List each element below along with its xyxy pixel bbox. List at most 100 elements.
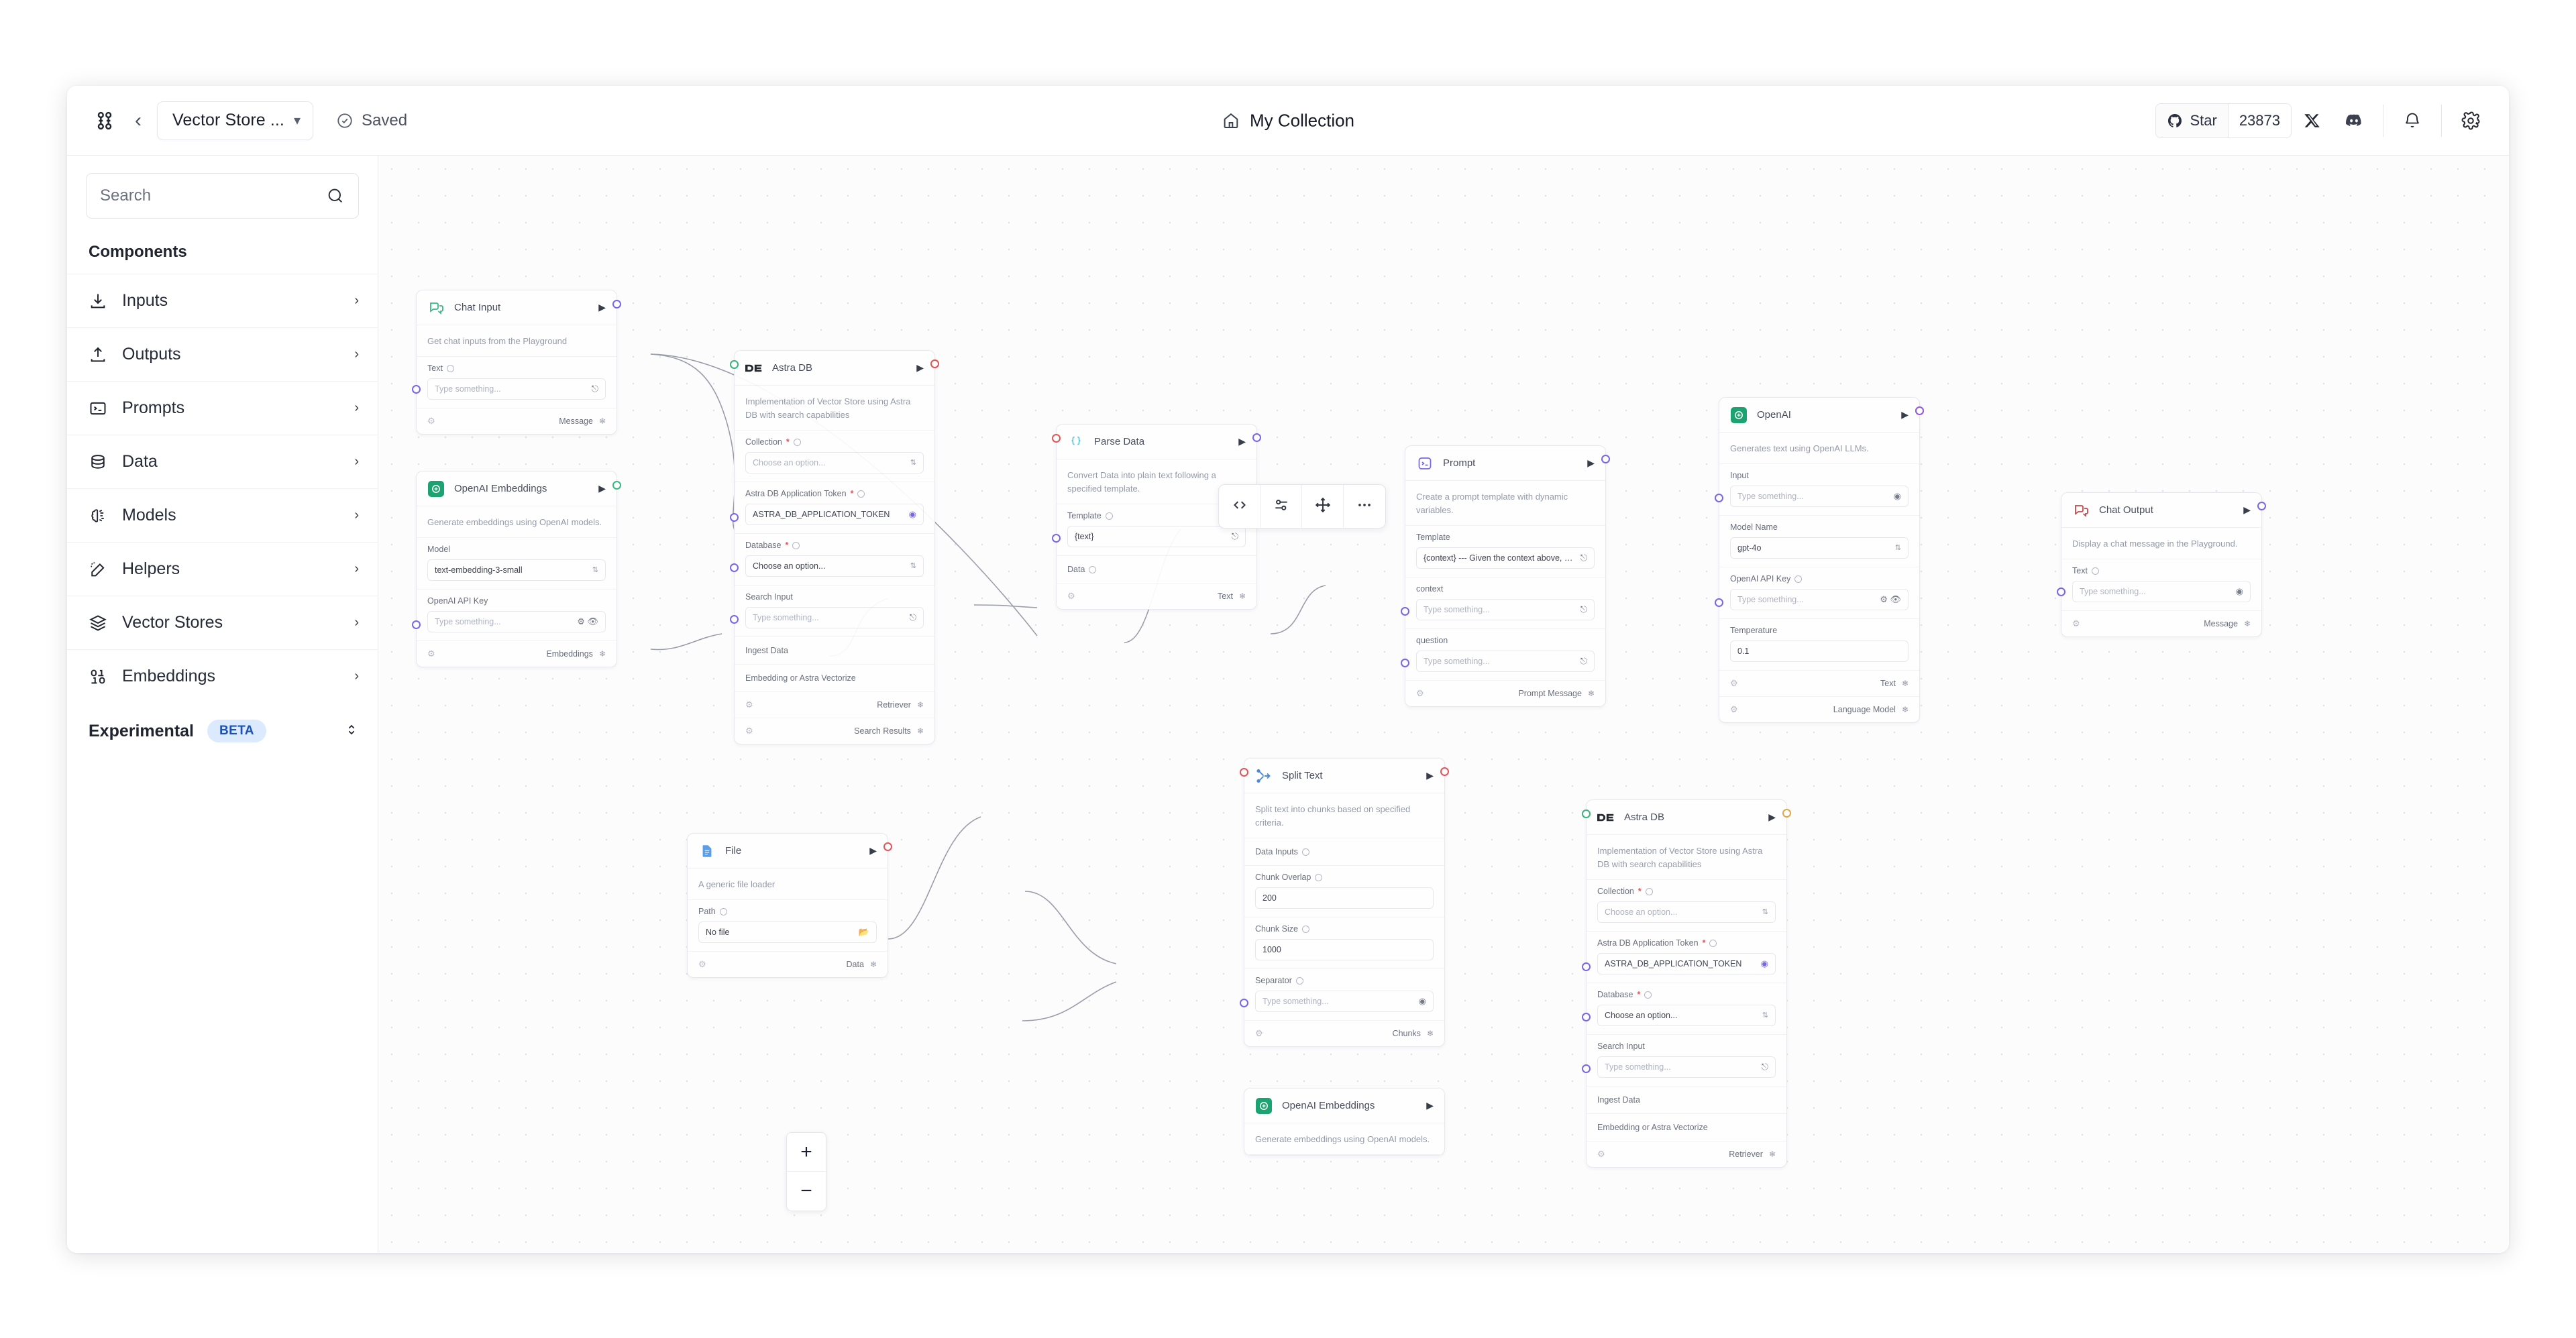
input-handle-database[interactable] <box>1582 1013 1591 1022</box>
globe-variable-icon[interactable]: ◉ <box>908 509 916 520</box>
run-button[interactable]: ▶ <box>1238 436 1246 447</box>
run-button[interactable]: ▶ <box>916 362 924 373</box>
node-header[interactable]: Split Text ▶ <box>1244 759 1444 793</box>
input-handle-context[interactable] <box>1401 607 1409 616</box>
input-handle-data-inputs[interactable] <box>1240 768 1248 777</box>
output-handle-language-model[interactable] <box>1915 406 1924 415</box>
github-star-count[interactable]: 23873 <box>2227 103 2291 137</box>
node-header[interactable]: OpenAI Embeddings ▶ <box>417 471 616 506</box>
snowflake-icon[interactable]: ❄ <box>1587 689 1595 699</box>
expand-icon[interactable]: ⎋ <box>1580 604 1587 615</box>
flow-canvas[interactable]: Chat Input ▶ Get chat inputs from the Pl… <box>378 156 2509 1253</box>
snowflake-icon[interactable]: ❄ <box>2243 619 2251 629</box>
expand-icon[interactable]: ⎋ <box>1761 1062 1768 1072</box>
node-header[interactable]: File ▶ <box>688 834 888 869</box>
database-select[interactable]: Choose an option... ⇅ <box>1597 1005 1776 1027</box>
options-icon[interactable]: ⚙ <box>1730 678 1738 689</box>
collection-select[interactable]: Choose an option... ⇅ <box>1597 901 1776 924</box>
input-handle-token[interactable] <box>1582 962 1591 972</box>
chevron-left-icon[interactable]: ‹ <box>135 109 142 131</box>
options-icon[interactable]: ⚙ <box>1730 704 1738 715</box>
output-handle-text[interactable] <box>1252 433 1261 442</box>
node-header[interactable]: Prompt ▶ <box>1405 446 1605 481</box>
node-header[interactable]: Chat Output ▶ <box>2061 493 2261 528</box>
sidebar-item-vector-stores[interactable]: Vector Stores › <box>67 596 378 649</box>
template-input[interactable]: {text} ⎋ <box>1067 526 1246 548</box>
sidebar-item-data[interactable]: Data › <box>67 435 378 488</box>
freeze-button[interactable] <box>1302 485 1344 528</box>
run-button[interactable]: ▶ <box>2243 504 2251 515</box>
input-handle-api-key[interactable] <box>412 620 421 630</box>
snowflake-icon[interactable]: ❄ <box>1901 679 1909 689</box>
sidebar-item-models[interactable]: Models › <box>67 488 378 542</box>
globe-variable-icon[interactable]: ◉ <box>1418 996 1426 1007</box>
snowflake-icon[interactable]: ❄ <box>1238 592 1246 602</box>
input-handle-separator[interactable] <box>1240 999 1248 1008</box>
sidebar-item-helpers[interactable]: Helpers › <box>67 542 378 596</box>
run-button[interactable]: ▶ <box>1426 1100 1434 1111</box>
options-icon[interactable]: ⚙ <box>1255 1028 1263 1039</box>
text-input[interactable]: Type something... ◉ <box>2072 581 2251 603</box>
search-input[interactable]: Search <box>86 173 359 219</box>
code-button[interactable] <box>1219 485 1260 528</box>
tweaks-button[interactable] <box>1260 485 1302 528</box>
flow-name-selector[interactable]: Vector Store ... ▾ <box>157 101 314 140</box>
options-icon[interactable]: ⚙ <box>1597 1149 1605 1160</box>
breadcrumb[interactable]: My Collection <box>1222 110 1354 131</box>
gear-icon[interactable] <box>2450 100 2491 142</box>
options-icon[interactable]: ⚙ <box>745 700 753 710</box>
expand-icon[interactable]: ⎋ <box>909 612 916 623</box>
snowflake-icon[interactable]: ❄ <box>598 416 606 427</box>
zoom-in-button[interactable]: + <box>787 1133 826 1172</box>
question-input[interactable]: Type something... ⎋ <box>1416 651 1595 673</box>
output-handle-chunks[interactable] <box>1440 767 1449 776</box>
options-icon[interactable]: ⚙ <box>1416 688 1424 699</box>
input-handle-search-input[interactable] <box>730 615 739 624</box>
input-handle-template[interactable] <box>1052 534 1061 543</box>
input-handle-search-input[interactable] <box>1582 1064 1591 1074</box>
options-icon[interactable]: ⚙ <box>698 959 706 970</box>
sidebar-item-outputs[interactable]: Outputs › <box>67 327 378 381</box>
sidebar-item-embeddings[interactable]: Embeddings › <box>67 649 378 703</box>
input-handle-api-key[interactable] <box>1715 598 1723 608</box>
input-handle-embedding[interactable] <box>730 360 739 369</box>
context-input[interactable]: Type something... ⎋ <box>1416 599 1595 621</box>
api-key-input[interactable]: Type something... ⚙ 👁 <box>1730 589 1909 611</box>
input-handle-embedding[interactable] <box>1582 810 1591 818</box>
input-handle-database[interactable] <box>730 563 739 573</box>
options-icon[interactable]: ⚙ <box>427 649 435 659</box>
options-icon[interactable]: ⚙ <box>745 726 753 736</box>
node-header[interactable]: Chat Input ▶ <box>417 290 616 325</box>
sidebar-item-prompts[interactable]: Prompts › <box>67 381 378 435</box>
node-header[interactable]: Astra DB ▶ <box>1587 800 1786 835</box>
globe-variable-icon[interactable]: ◉ <box>1760 958 1768 969</box>
output-handle-embeddings[interactable] <box>612 481 621 490</box>
node-astra-db-top[interactable]: Astra DB ▶ Implementation of Vector Stor… <box>730 350 939 745</box>
token-input[interactable]: ASTRA_DB_APPLICATION_TOKEN ◉ <box>1597 953 1776 975</box>
snowflake-icon[interactable]: ❄ <box>1768 1150 1776 1160</box>
zoom-controls[interactable]: + − <box>786 1132 826 1211</box>
search-input-field[interactable]: Type something... ⎋ <box>1597 1056 1776 1078</box>
output-handle-retriever[interactable] <box>1782 809 1791 818</box>
separator-input[interactable]: Type something... ◉ <box>1255 991 1434 1013</box>
langflow-logo-icon[interactable] <box>86 102 123 140</box>
globe-variable-icon[interactable]: ◉ <box>2235 586 2243 597</box>
sidebar-item-inputs[interactable]: Inputs › <box>67 274 378 327</box>
path-input[interactable]: No file 📂 <box>698 922 877 944</box>
output-handle-message[interactable] <box>2257 502 2266 510</box>
node-header[interactable]: Parse Data ▶ <box>1057 425 1256 459</box>
input-handle-data[interactable] <box>1052 434 1061 443</box>
snowflake-icon[interactable]: ❄ <box>916 700 924 710</box>
expand-icon[interactable]: ⎋ <box>1580 553 1587 563</box>
node-split-text[interactable]: Split Text ▶ Split text into chunks base… <box>1240 758 1449 1048</box>
run-button[interactable]: ▶ <box>1901 409 1909 420</box>
snowflake-icon[interactable]: ❄ <box>598 649 606 659</box>
input-handle-input[interactable] <box>1715 494 1723 503</box>
run-button[interactable]: ▶ <box>1587 457 1595 468</box>
input-handle-text[interactable] <box>2057 588 2065 597</box>
text-input[interactable]: Type something... ⎋ <box>427 378 606 400</box>
run-button[interactable]: ▶ <box>1768 812 1776 822</box>
run-button[interactable]: ▶ <box>1426 770 1434 781</box>
collection-select[interactable]: Choose an option... ⇅ <box>745 452 924 474</box>
node-header[interactable]: Astra DB ▶ <box>735 351 934 386</box>
